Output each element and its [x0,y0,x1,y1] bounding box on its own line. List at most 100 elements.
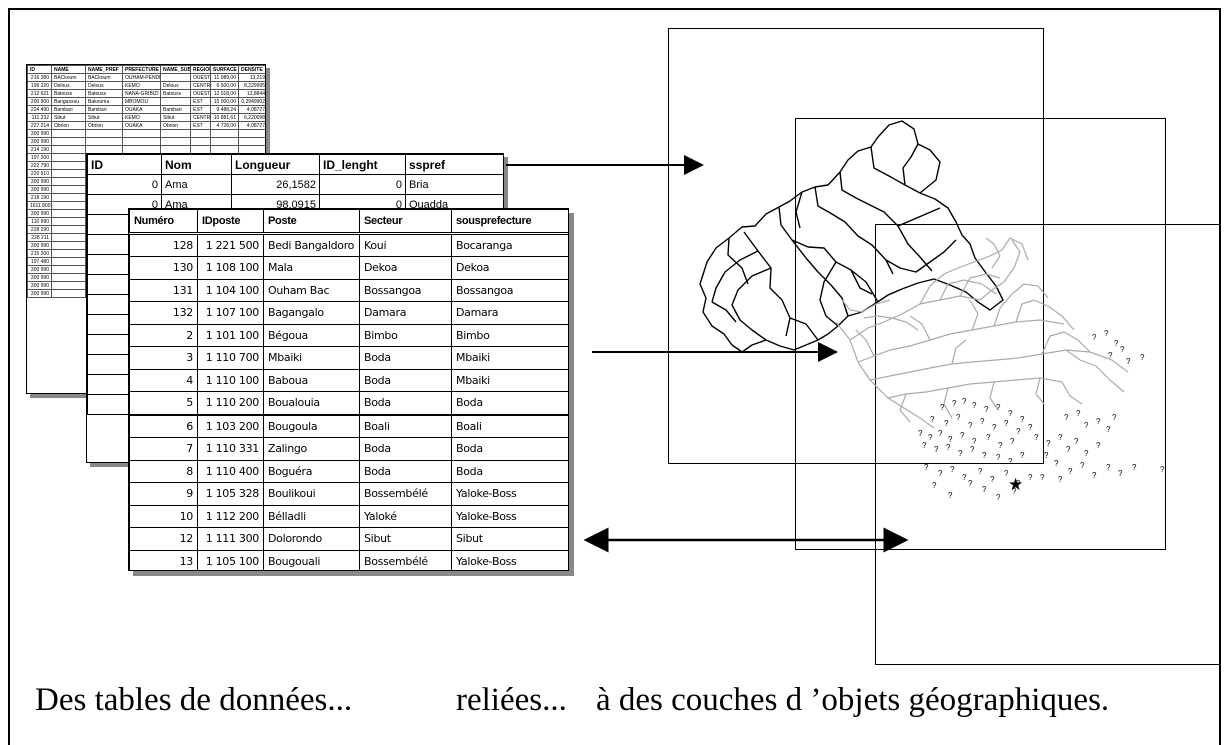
table-cell: Boguéra [263,459,360,483]
point-symbol: ? [950,465,955,474]
table-cell: Dekoa [451,256,568,280]
point-symbol: ? [952,399,957,408]
point-symbol: ? [948,435,953,444]
table-cell: Bossangoa [359,278,452,302]
table-cell: Baboua [263,368,360,392]
point-symbol: ? [1132,463,1137,472]
point-symbol: ? [1126,357,1131,366]
point-symbol: ? [948,491,953,500]
table-cell: 1 108 100 [197,256,264,280]
point-symbol: ? [930,415,935,424]
point-symbol: ? [982,451,987,460]
point-symbol: ? [1104,329,1109,338]
point-symbol: ? [938,469,943,478]
table-cell: Boda [359,391,452,415]
point-symbol: ? [1008,457,1013,466]
point-symbol: ? [1084,421,1089,430]
table-cell: 1 111 300 [197,527,264,551]
point-symbol: ? [962,473,967,482]
table-cell: 128 [129,232,198,257]
point-symbol: ? [946,443,951,452]
column-header: Longueur [231,154,320,175]
point-symbol: ? [1118,469,1123,478]
table-cell: Bossembélé [359,549,452,570]
point-symbol: ? [984,405,989,414]
map-layer-rivers [795,118,1166,550]
table-cell: Bougouali [263,549,360,570]
point-symbol: ? [1020,451,1025,460]
table-cell: Koui [359,232,452,257]
point-symbol: ? [990,475,995,484]
map-layer-points [875,224,1220,665]
communes-boundaries [699,120,1004,353]
point-symbol: ? [1034,433,1039,442]
point-symbol: ? [968,421,973,430]
caption-tables: Des tables de données... [35,682,353,718]
table-cell: Bougoula [263,413,360,438]
table-cell: Bossembélé [359,482,452,506]
table-cell: Yaloke-Boss [451,482,568,506]
table-cell: 1 105 328 [197,482,264,506]
point-symbol: ? [972,437,977,446]
point-symbol: ? [1012,487,1017,496]
table-cell: 1 112 200 [197,504,264,528]
point-symbol: ? [958,449,963,458]
table-row: 111 232SibutSibutKEMOSibutCENTRE10 881,6… [27,113,265,122]
point-symbol: ? [928,433,933,442]
table-cell: Yaloké [359,504,452,528]
point-symbol: ? [1076,409,1081,418]
point-symbol: ? [1028,423,1033,432]
caption-linked: reliées... [456,682,567,718]
point-symbol: ? [1054,459,1059,468]
column-header: IDposte [197,209,264,234]
column-header: Poste [263,209,360,234]
table-cell: 1 110 100 [197,368,264,392]
point-symbol: ? [1106,425,1111,434]
poste-points: ????????????????????????????????????????… [918,329,1165,502]
point-symbol: ? [1096,441,1101,450]
point-symbol: ? [1092,333,1097,342]
point-symbol: ? [1066,445,1071,454]
point-symbol: ? [940,403,945,412]
caption-layers: à des couches d ’objets géographiques. [596,682,1110,718]
point-symbol: ? [924,463,929,472]
point-symbol: ? [1008,409,1013,418]
table-cell: 13 [129,549,198,570]
point-symbol: ? [1004,469,1009,478]
table-cell: Boualouia [263,391,360,415]
point-symbol: ? [982,485,987,494]
point-symbol: ? [972,401,977,410]
point-symbol: ? [980,417,985,426]
point-symbol: ? [1016,427,1021,436]
point-symbol: ? [1020,415,1025,424]
rivers-network [835,237,1129,429]
point-symbol: ? [996,453,1001,462]
point-symbol: ? [996,403,1001,412]
table-cell: Mbaiki [451,368,568,392]
point-symbol: ? [1068,467,1073,476]
table-cell: 1 110 331 [197,437,264,461]
table-cell: Yaloke-Boss [451,549,568,570]
diagram-frame [8,8,1221,745]
table-cell: 12 [129,527,198,551]
point-symbol: ? [1120,345,1125,354]
point-symbol: ? [932,481,937,490]
point-symbol: ? [1080,461,1085,470]
point-symbol: ? [986,433,991,442]
point-symbol: ? [934,445,939,454]
point-symbol: ? [1114,339,1119,348]
table-cell: 1 105 100 [197,549,264,570]
table-cell: 1 103 200 [197,413,264,438]
